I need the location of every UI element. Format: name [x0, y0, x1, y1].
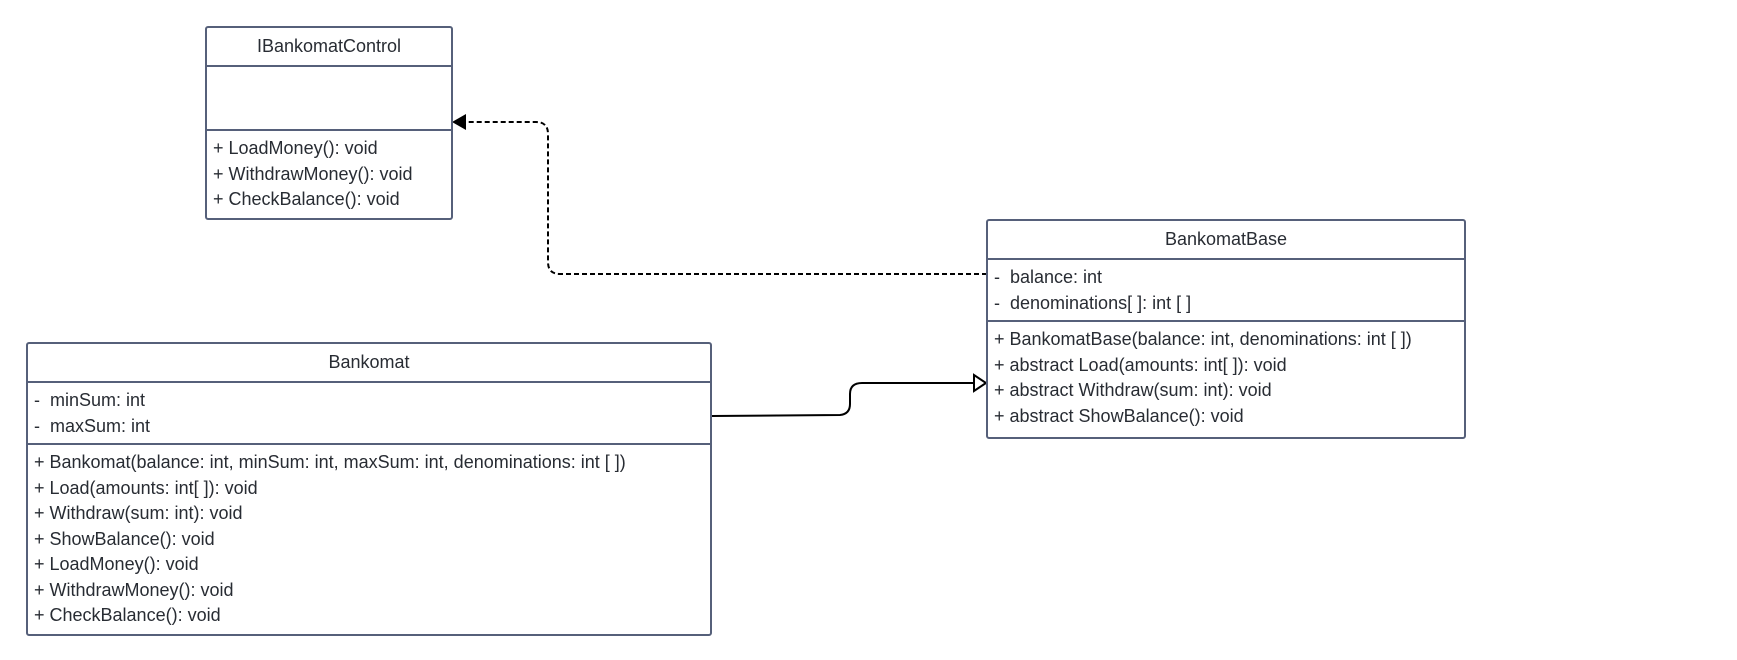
attribute-line: - minSum: int: [34, 390, 146, 410]
method-line: + Withdraw(sum: int): void: [34, 503, 243, 523]
method-line: + WithdrawMoney(): void: [34, 579, 234, 600]
method-line: + abstract Load(amounts: int[ ]): void: [994, 354, 1287, 375]
method-line: + ShowBalance(): void: [34, 528, 215, 549]
methods-section: + BankomatBase(balance: int, denominatio…: [988, 322, 1464, 433]
methods-section: + LoadMoney(): void + WithdrawMoney(): v…: [207, 131, 451, 217]
method-line: + CheckBalance(): void: [213, 189, 400, 209]
class-title: Bankomat: [28, 344, 710, 383]
method-line: + WithdrawMoney(): void: [213, 163, 413, 184]
generalization-arrowhead: [973, 373, 988, 393]
attribute-line: - balance: int: [994, 267, 1103, 287]
attributes-section: [207, 67, 451, 131]
class-title: BankomatBase: [988, 221, 1464, 260]
attribute-line: - denominations[ ]: int [ ]: [994, 292, 1192, 313]
realization-connector[interactable]: [465, 121, 987, 275]
generalization-connector[interactable]: [711, 382, 974, 417]
class-ibankomat-control[interactable]: IBankomatControl + LoadMoney(): void + W…: [205, 26, 453, 220]
method-line: + LoadMoney(): void: [34, 554, 199, 574]
attribute-line: - maxSum: int: [34, 415, 151, 436]
method-line: + abstract Withdraw(sum: int): void: [994, 380, 1272, 400]
method-line: + Bankomat(balance: int, minSum: int, ma…: [34, 452, 626, 472]
class-bankomat[interactable]: Bankomat - minSum: int - maxSum: int + B…: [26, 342, 712, 636]
attributes-section: - balance: int - denominations[ ]: int […: [988, 260, 1464, 322]
method-line: + CheckBalance(): void: [34, 605, 221, 625]
method-line: + BankomatBase(balance: int, denominatio…: [994, 329, 1412, 349]
methods-section: + Bankomat(balance: int, minSum: int, ma…: [28, 445, 710, 633]
attributes-section: - minSum: int - maxSum: int: [28, 383, 710, 445]
method-line: + abstract ShowBalance(): void: [994, 405, 1244, 426]
class-title: IBankomatControl: [207, 28, 451, 67]
realization-arrowhead: [452, 114, 466, 130]
method-line: + LoadMoney(): void: [213, 138, 378, 158]
method-line: + Load(amounts: int[ ]): void: [34, 477, 258, 498]
class-bankomat-base[interactable]: BankomatBase - balance: int - denominati…: [986, 219, 1466, 439]
